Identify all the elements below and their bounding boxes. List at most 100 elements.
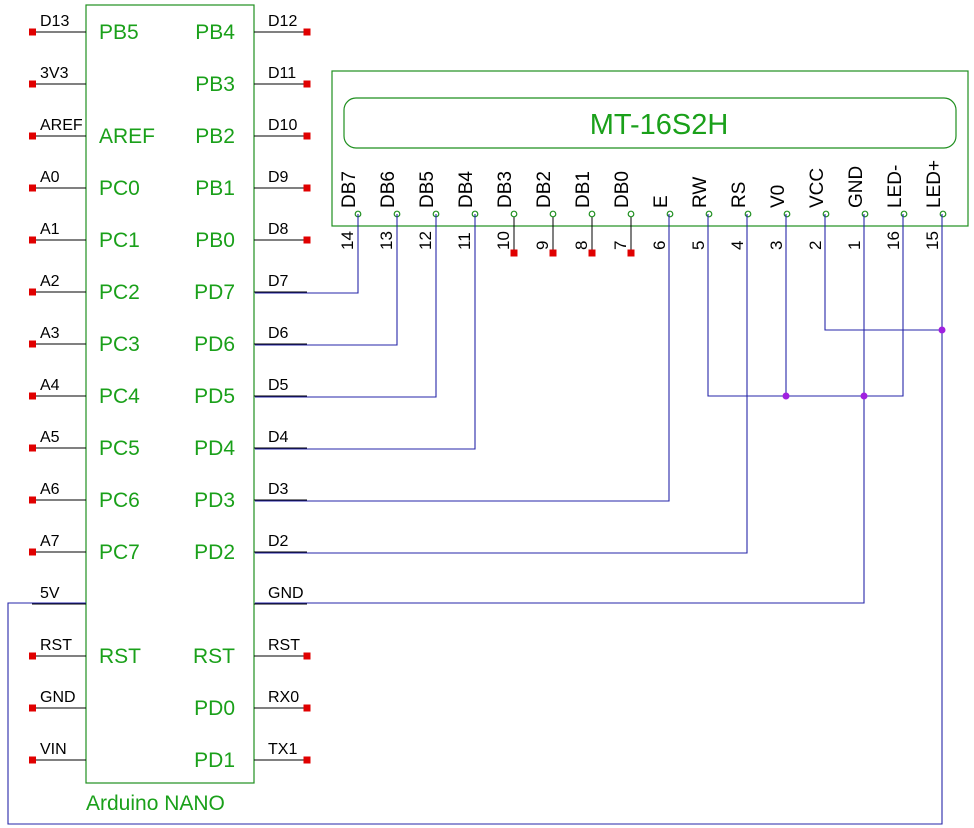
- unconnected-pin-marker: [588, 249, 596, 257]
- wire-d7-db7: [255, 214, 359, 294]
- lcd-pin-number: 12: [416, 231, 435, 250]
- lcd-pin-hole: [588, 210, 596, 218]
- lcd-pin-name: DB2: [534, 171, 555, 208]
- wire-d2-rs: [255, 214, 748, 554]
- wires: [7, 214, 943, 825]
- arduino-pin-label: A5: [40, 429, 60, 446]
- lcd-pin-number: 2: [806, 241, 825, 250]
- arduino-pin-label: VIN: [40, 741, 67, 758]
- lcd-module-body: [331, 70, 969, 227]
- unconnected-pin-marker: [29, 392, 36, 400]
- lcd-pin-number: 4: [728, 241, 747, 250]
- wire-5v-led-plus: [7, 214, 943, 825]
- arduino-pin-label: D7: [268, 273, 289, 290]
- arduino-pin-label: A7: [40, 533, 60, 550]
- lcd-pin-name: V0: [768, 185, 789, 208]
- unconnected-pin-marker: [303, 652, 311, 660]
- arduino-pin-label: A2: [40, 273, 60, 290]
- lcd-pin-number: 10: [494, 231, 513, 250]
- arduino-pin-label: GND: [40, 689, 76, 706]
- arduino-pin-label: D8: [268, 221, 289, 238]
- arduino-port-label: PC7: [99, 541, 140, 564]
- arduino-port-label: PC4: [99, 385, 140, 408]
- junction-dot: [938, 326, 946, 334]
- lcd-module-label: MT-16S2H: [590, 109, 729, 141]
- lcd-pin-name: DB3: [495, 171, 516, 208]
- arduino-port-label: PC2: [99, 281, 140, 304]
- arduino-port-label: PD5: [194, 385, 235, 408]
- arduino-port-label: PD3: [194, 489, 235, 512]
- lcd-pin-name: LED-: [885, 165, 906, 208]
- wire-gnd-gnd: [255, 214, 865, 604]
- lcd-pin-number: 14: [338, 231, 357, 250]
- unconnected-pin-marker: [303, 80, 311, 88]
- arduino-pin-label: D10: [268, 117, 297, 134]
- lcd-pins: DB714DB613DB512DB411DB310DB29DB18DB07E6R…: [338, 160, 947, 257]
- arduino-pin-label: GND: [268, 585, 304, 602]
- arduino-port-label: PB2: [195, 125, 235, 148]
- lcd-pin-name: RS: [729, 182, 750, 208]
- lcd-pin-number: 1: [845, 241, 864, 250]
- arduino-port-label: PC5: [99, 437, 140, 460]
- unconnected-pin-marker: [29, 652, 36, 660]
- lcd-pin-name: LED+: [924, 160, 945, 208]
- arduino-pin-label: D6: [268, 325, 289, 342]
- unconnected-pin-marker: [29, 288, 36, 296]
- arduino-port-label: RST: [99, 645, 141, 668]
- unconnected-pin-marker: [627, 249, 635, 257]
- unconnected-pin-marker: [303, 756, 311, 764]
- lcd-pin-name: E: [651, 195, 672, 208]
- lcd-pin-hole: [822, 210, 830, 218]
- lcd-pin-number: 13: [377, 231, 396, 250]
- lcd-pin-name: DB7: [339, 171, 360, 208]
- arduino-nano-body: [85, 4, 255, 784]
- unconnected-pin-marker: [29, 80, 36, 88]
- lcd-pin-hole: [939, 210, 947, 218]
- arduino-pin-label: AREF: [40, 117, 83, 134]
- arduino-port-label: PB4: [195, 21, 235, 44]
- arduino-pin-label: TX1: [268, 741, 297, 758]
- lcd-pin-hole: [783, 210, 791, 218]
- unconnected-pin-marker: [303, 236, 311, 244]
- wire-rw-led-minus: [707, 214, 904, 397]
- lcd-pin-number: 15: [923, 231, 942, 250]
- arduino-pin-label: D9: [268, 169, 289, 186]
- lcd-display-window: [343, 97, 957, 149]
- wire-d3-e: [255, 214, 670, 502]
- lcd-pin-name: DB0: [612, 171, 633, 208]
- wire-d5-db5: [255, 214, 437, 398]
- wire-d6-db6: [255, 214, 398, 346]
- unconnected-pin-marker: [29, 756, 36, 764]
- arduino-pin-label: A6: [40, 481, 60, 498]
- arduino-pin-label: A0: [40, 169, 60, 186]
- arduino-port-label: RST: [193, 645, 235, 668]
- lcd-pin-name: RW: [690, 177, 711, 208]
- arduino-pin-label: D11: [268, 65, 296, 82]
- lcd-pin-number: 7: [611, 241, 630, 250]
- lcd-pin-hole: [744, 210, 752, 218]
- arduino-port-label: PC3: [99, 333, 140, 356]
- lcd-pin-hole: [861, 210, 869, 218]
- unconnected-pin-marker: [29, 340, 36, 348]
- arduino-right-pins: D12PB4D11PB3D10PB2D9PB1D8PB0D7PD7D6PD6D5…: [193, 13, 311, 772]
- unconnected-pin-marker: [29, 132, 36, 140]
- unconnected-pin-marker: [29, 704, 36, 712]
- junctions: [782, 326, 946, 400]
- unconnected-pin-marker: [303, 704, 311, 712]
- lcd-pin-number: 5: [689, 241, 708, 250]
- lcd-pin-number: 9: [533, 241, 552, 250]
- unconnected-pin-marker: [510, 249, 518, 257]
- lcd-pin-hole: [627, 210, 635, 218]
- arduino-port-label: PB1: [195, 177, 235, 200]
- arduino-port-label: PB3: [195, 73, 235, 96]
- arduino-port-label: PB5: [99, 21, 139, 44]
- lcd-pin-number: 11: [455, 232, 474, 250]
- junction-dot: [860, 392, 868, 400]
- arduino-port-label: PB0: [195, 229, 235, 252]
- lcd-pin-hole: [549, 210, 557, 218]
- arduino-port-label: PD2: [194, 541, 235, 564]
- arduino-port-label: PC6: [99, 489, 140, 512]
- unconnected-pin-marker: [303, 28, 311, 36]
- arduino-port-label: AREF: [99, 125, 155, 148]
